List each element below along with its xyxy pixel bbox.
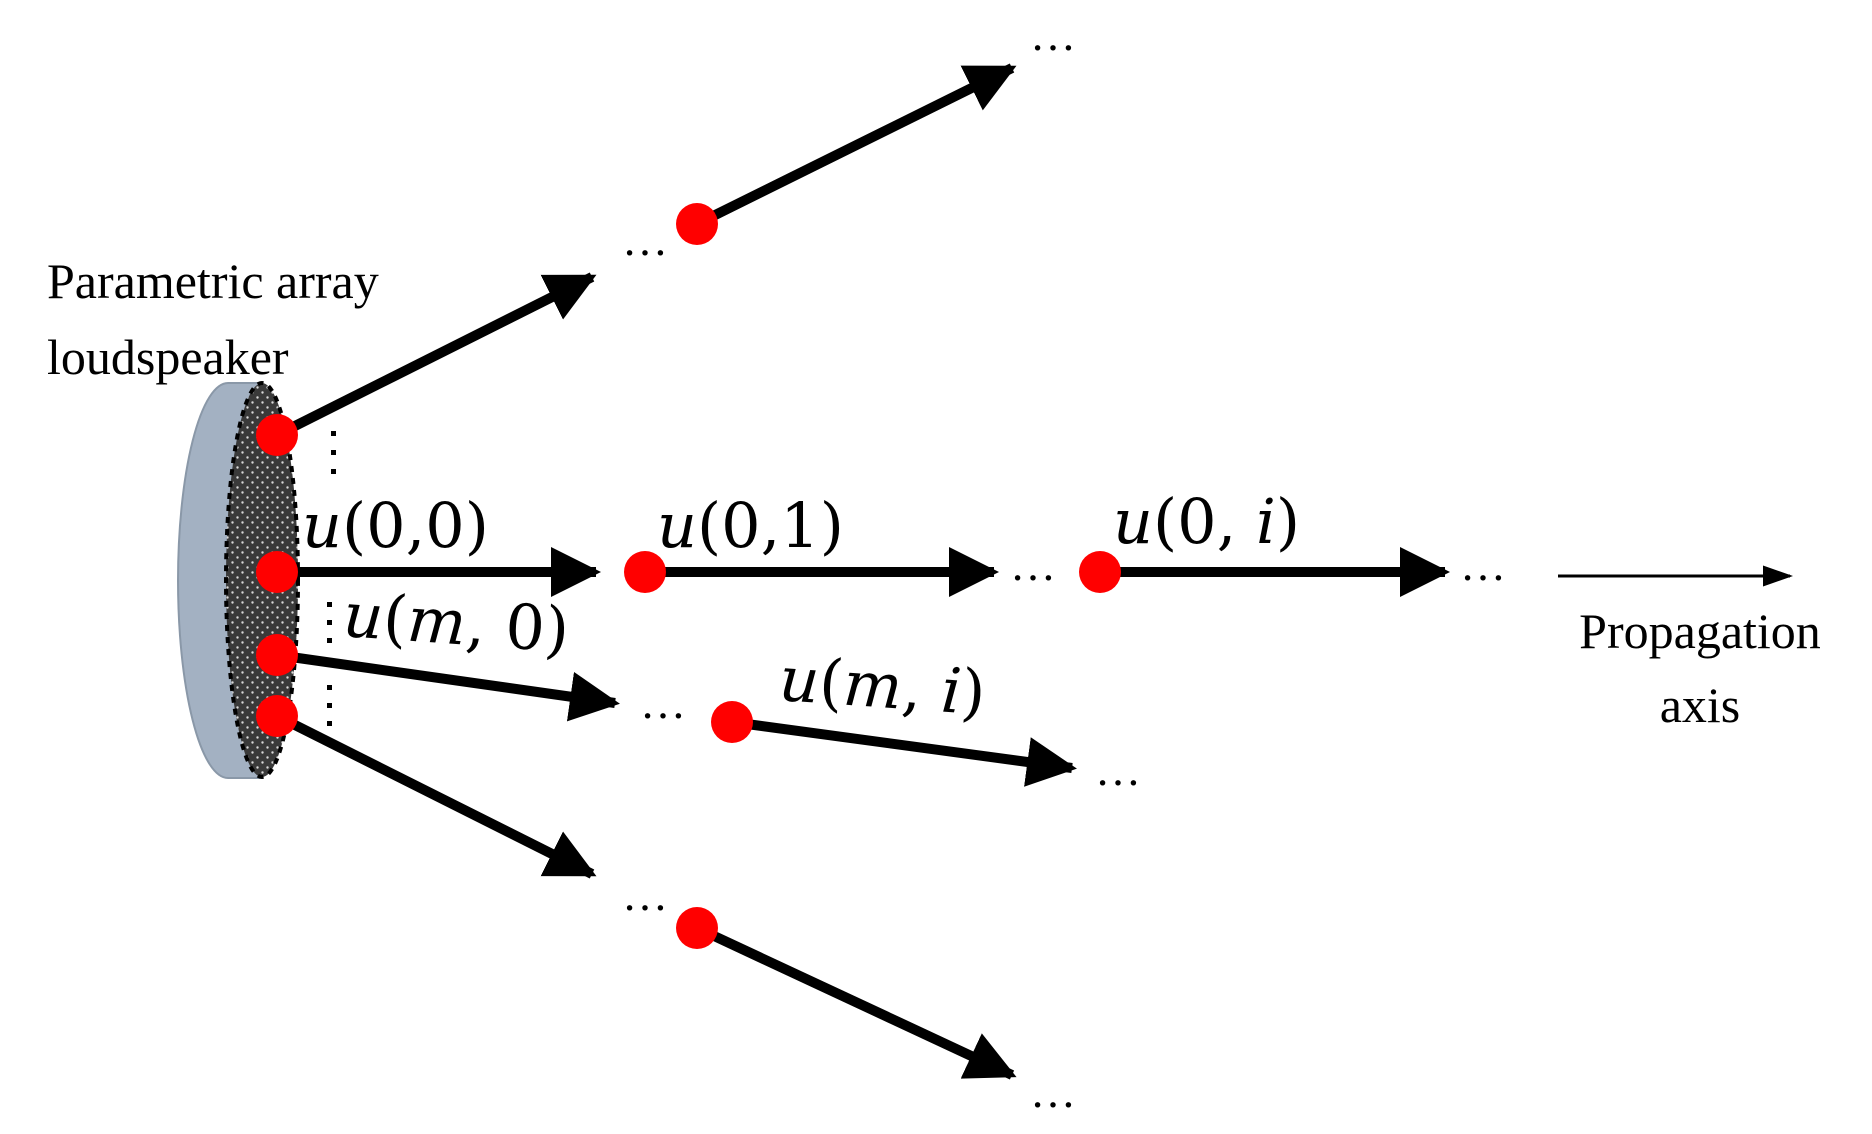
node-bottom-source: [256, 695, 298, 737]
label-u01: u(0,1): [657, 489, 844, 562]
vertical-dots: [327, 431, 336, 726]
ellipsis-center-end: …: [1460, 539, 1508, 590]
ellipsis-top-mid: …: [622, 214, 670, 265]
node-u00: [256, 551, 298, 593]
ellipsis-top-end: …: [1030, 9, 1078, 60]
ray-bottom-segment-1: [274, 711, 597, 879]
node-top-far: [676, 203, 718, 245]
node-u0i: [1079, 551, 1121, 593]
vertical-ellipsis-lower: [327, 685, 332, 726]
label-u0i: u(0, i): [1113, 485, 1300, 558]
ellipsis-m-mid: …: [640, 677, 688, 728]
propagation-axis-label-line2: axis: [1660, 677, 1741, 733]
text-labels: Parametric array loudspeaker Propagation…: [47, 253, 1821, 733]
node-u01: [624, 551, 666, 593]
ellipsis-bottom-end: …: [1030, 1066, 1078, 1117]
math-labels: u(0,0) u(0,1) u(0, i) u(m, 0) u(m, i): [302, 485, 1300, 729]
ray-top-segment-1: [274, 272, 597, 440]
loudspeaker-label-line2: loudspeaker: [47, 329, 289, 385]
ray-m-segment-1: [276, 650, 620, 722]
rays: [274, 63, 1450, 1080]
ellipsis-m-end: …: [1095, 744, 1143, 795]
ellipsis-center-mid: …: [1010, 539, 1058, 590]
node-umi: [711, 701, 753, 743]
vertical-ellipsis-upper: [331, 431, 336, 474]
loudspeaker-label-line1: Parametric array: [47, 253, 379, 309]
ray-top-segment-2: [694, 63, 1017, 229]
label-u00: u(0,0): [302, 489, 489, 562]
ellipsis-bottom-mid: …: [622, 869, 670, 920]
node-top-source: [256, 414, 298, 456]
node-bottom-far: [676, 907, 718, 949]
label-um0: u(m, 0): [341, 578, 572, 667]
propagation-axis-label-line1: Propagation: [1579, 603, 1821, 659]
ellipses: … … … … … … … …: [622, 9, 1508, 1117]
loudspeaker: [177, 381, 300, 779]
nodes: [256, 203, 1121, 949]
ray-bottom-segment-2: [694, 923, 1017, 1080]
node-um0: [256, 634, 298, 676]
ray-m-segment-2: [731, 717, 1077, 787]
vertical-ellipsis-middle: [327, 602, 332, 643]
label-umi: u(m, i): [777, 642, 988, 729]
